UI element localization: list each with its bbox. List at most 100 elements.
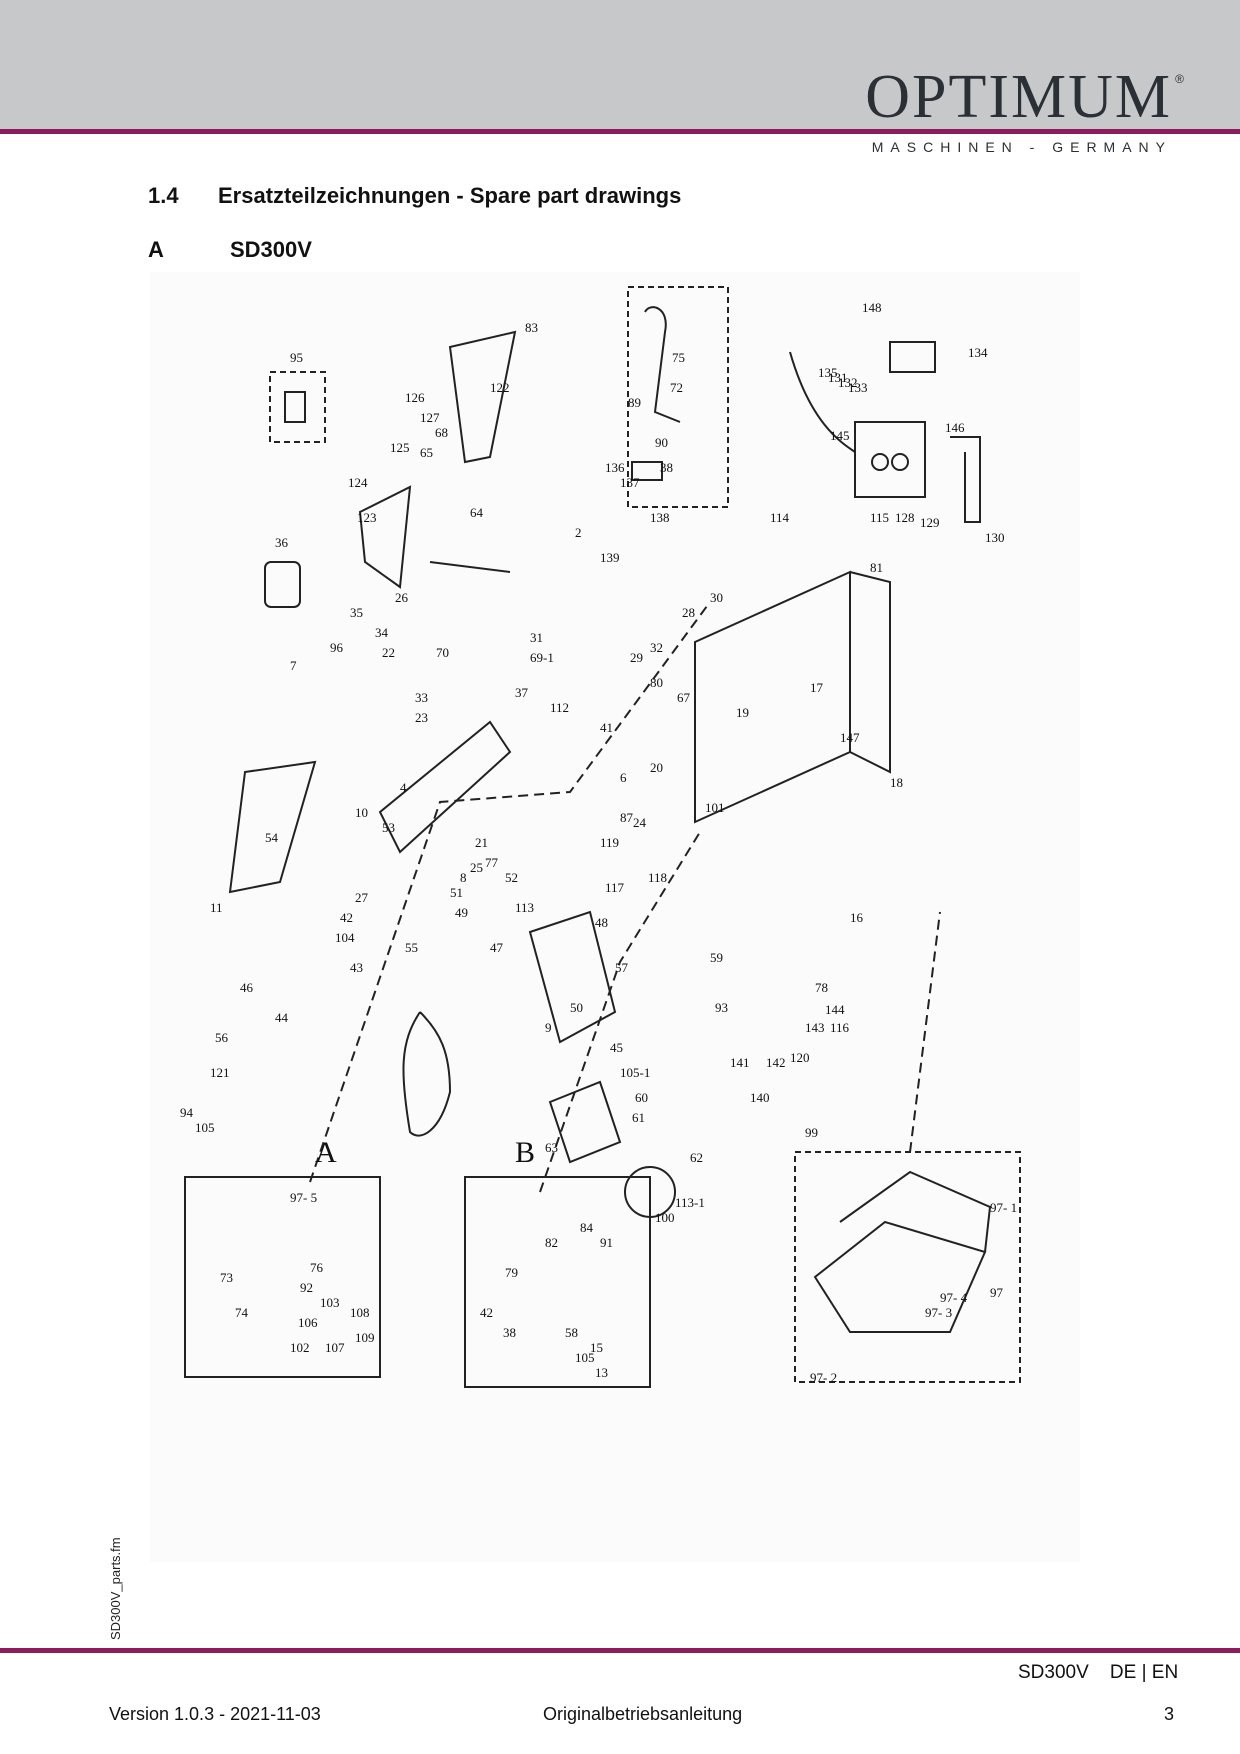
- part-label: 69-1: [530, 650, 554, 665]
- part-label: 84: [580, 1220, 594, 1235]
- part-label: 118: [648, 870, 667, 885]
- part-label: 43: [350, 960, 363, 975]
- part-label: 50: [570, 1000, 583, 1015]
- part-label: 76: [310, 1260, 324, 1275]
- part-label: 70: [436, 645, 449, 660]
- part-label: 143: [805, 1020, 825, 1035]
- drawing-labels: 148 95 83 75 72 89 90 38 122 126 127 68 …: [180, 300, 1017, 1385]
- part-label: 145: [830, 428, 850, 443]
- part-label: 102: [290, 1340, 310, 1355]
- part-label: 73: [220, 1270, 233, 1285]
- part-label: 100: [655, 1210, 675, 1225]
- part-label: 106: [298, 1315, 318, 1330]
- part-label: 46: [240, 980, 254, 995]
- part-label: 83: [525, 320, 538, 335]
- part-label: 4: [400, 780, 407, 795]
- part-label: 49: [455, 905, 468, 920]
- part-label: 78: [815, 980, 828, 995]
- inset-box-B: [464, 1176, 651, 1388]
- part-label: 126: [405, 390, 425, 405]
- part-label: 53: [382, 820, 395, 835]
- part-label: 20: [650, 760, 663, 775]
- part-label: 97: [990, 1285, 1004, 1300]
- part-label: 125: [390, 440, 410, 455]
- part-label: 31: [530, 630, 543, 645]
- part-label: 137: [620, 475, 640, 490]
- part-label: 141: [730, 1055, 750, 1070]
- part-label: 61: [632, 1110, 645, 1125]
- part-label: 90: [655, 435, 668, 450]
- part-label: 65: [420, 445, 433, 460]
- part-label: 33: [415, 690, 428, 705]
- frame-part: [694, 570, 851, 824]
- source-file-note: SD300V_parts.fm: [108, 1537, 123, 1640]
- part-label: 34: [375, 625, 389, 640]
- exploded-parts-drawing: 148 95 83 75 72 89 90 38 122 126 127 68 …: [150, 272, 1080, 1562]
- part-label: 38: [503, 1325, 516, 1340]
- part-label: 124: [348, 475, 368, 490]
- base-stand-part: [813, 1220, 987, 1333]
- part-label: 80: [650, 675, 663, 690]
- part-label: 138: [650, 510, 670, 525]
- subsection-letter: A: [148, 237, 164, 262]
- part-label: 103: [320, 1295, 340, 1310]
- part-label: 22: [382, 645, 395, 660]
- section-title: Ersatzteilzeichnungen - Spare part drawi…: [218, 183, 682, 208]
- footer-document-type: Originalbetriebsanleitung: [543, 1704, 743, 1724]
- part-label: 18: [890, 775, 903, 790]
- part-label: 129: [920, 515, 940, 530]
- part-label: 59: [710, 950, 723, 965]
- part-label: 30: [710, 590, 723, 605]
- part-label: 51: [450, 885, 463, 900]
- part-label: 41: [600, 720, 613, 735]
- part-label: 8: [460, 870, 467, 885]
- inset-label-A: A: [315, 1136, 337, 1169]
- header-rule: [0, 129, 1240, 134]
- part-label: 13: [595, 1365, 608, 1380]
- part-label: 130: [985, 530, 1005, 545]
- part-label: 92: [300, 1280, 313, 1295]
- part-label: 128: [895, 510, 915, 525]
- part-label: 68: [435, 425, 448, 440]
- page-number: 3: [1163, 1704, 1174, 1724]
- part-label: 147: [840, 730, 860, 745]
- section-number: 1.4: [148, 183, 179, 208]
- bracket-part: [950, 436, 981, 523]
- part-label: 15: [590, 1340, 603, 1355]
- part-label: 109: [355, 1330, 375, 1345]
- part-label: 144: [825, 1002, 845, 1017]
- part-label: 79: [505, 1265, 518, 1280]
- part-label: 93: [715, 1000, 728, 1015]
- part-label: 91: [600, 1235, 613, 1250]
- part-label: 32: [650, 640, 663, 655]
- part-label: 105: [195, 1120, 215, 1135]
- part-label: 64: [470, 505, 484, 520]
- part-label: 99: [805, 1125, 818, 1140]
- part-label: 37: [515, 685, 529, 700]
- registered-mark: ®: [1175, 72, 1184, 86]
- part-label: 27: [355, 890, 369, 905]
- part-label: 24: [633, 815, 647, 830]
- part-label: 47: [490, 940, 504, 955]
- part-label: 89: [628, 395, 641, 410]
- footer-rule: [0, 1648, 1240, 1653]
- part-label: 62: [690, 1150, 703, 1165]
- part-label: 95: [290, 350, 303, 365]
- part-label: 135: [818, 365, 838, 380]
- part-label: 28: [682, 605, 695, 620]
- part-label: 122: [490, 380, 510, 395]
- part-label: 36: [275, 535, 289, 550]
- part-label: 117: [605, 880, 625, 895]
- footer-version: Version 1.0.3 - 2021-11-03: [109, 1704, 321, 1724]
- part-label: 101: [705, 800, 725, 815]
- part-label: 25: [470, 860, 483, 875]
- part-label: 60: [635, 1090, 648, 1105]
- inset-box-97: [794, 1151, 1021, 1383]
- part-label: 97- 4: [940, 1290, 968, 1305]
- part-label: 19: [736, 705, 749, 720]
- part-label: 23: [415, 710, 428, 725]
- header-band: [0, 0, 1240, 130]
- part-label: 56: [215, 1030, 229, 1045]
- handwheel-assembly: [548, 1080, 622, 1164]
